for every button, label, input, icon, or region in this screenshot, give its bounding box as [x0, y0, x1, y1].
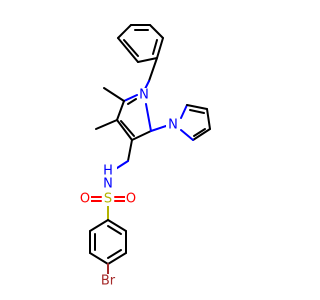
benzyl-ring [117, 24, 164, 63]
atom-label-s: S [102, 192, 114, 207]
central-pyrrole-ring [116, 94, 152, 141]
pyrrole-link-bond [150, 125, 167, 132]
svg-text:H: H [103, 164, 113, 179]
ch2-nh-bond-a [127, 139, 133, 162]
methyl-upper-bond [103, 87, 125, 102]
svg-text:S: S [104, 192, 112, 207]
molecule-structure: N N H N S O O Br [79, 24, 211, 289]
svg-text:Br: Br [101, 274, 116, 289]
atom-label-o-left: O [79, 192, 91, 207]
bromophenyl-ring [89, 219, 127, 265]
svg-text:N: N [103, 177, 113, 192]
atom-label-n-benzyl: N [138, 88, 150, 103]
atom-label-o-right: O [125, 192, 137, 207]
svg-text:N: N [139, 88, 149, 103]
pendant-pyrrole-ring [180, 104, 211, 141]
svg-text:O: O [80, 192, 90, 207]
atom-label-br: Br [98, 274, 118, 289]
benzyl-ch2-bond [148, 57, 158, 82]
atom-label-nh: H N [99, 164, 117, 193]
svg-text:O: O [126, 192, 136, 207]
methyl-lower-bond [95, 119, 118, 130]
svg-text:N: N [168, 118, 178, 133]
atom-label-n-pyrrole: N [166, 118, 178, 133]
